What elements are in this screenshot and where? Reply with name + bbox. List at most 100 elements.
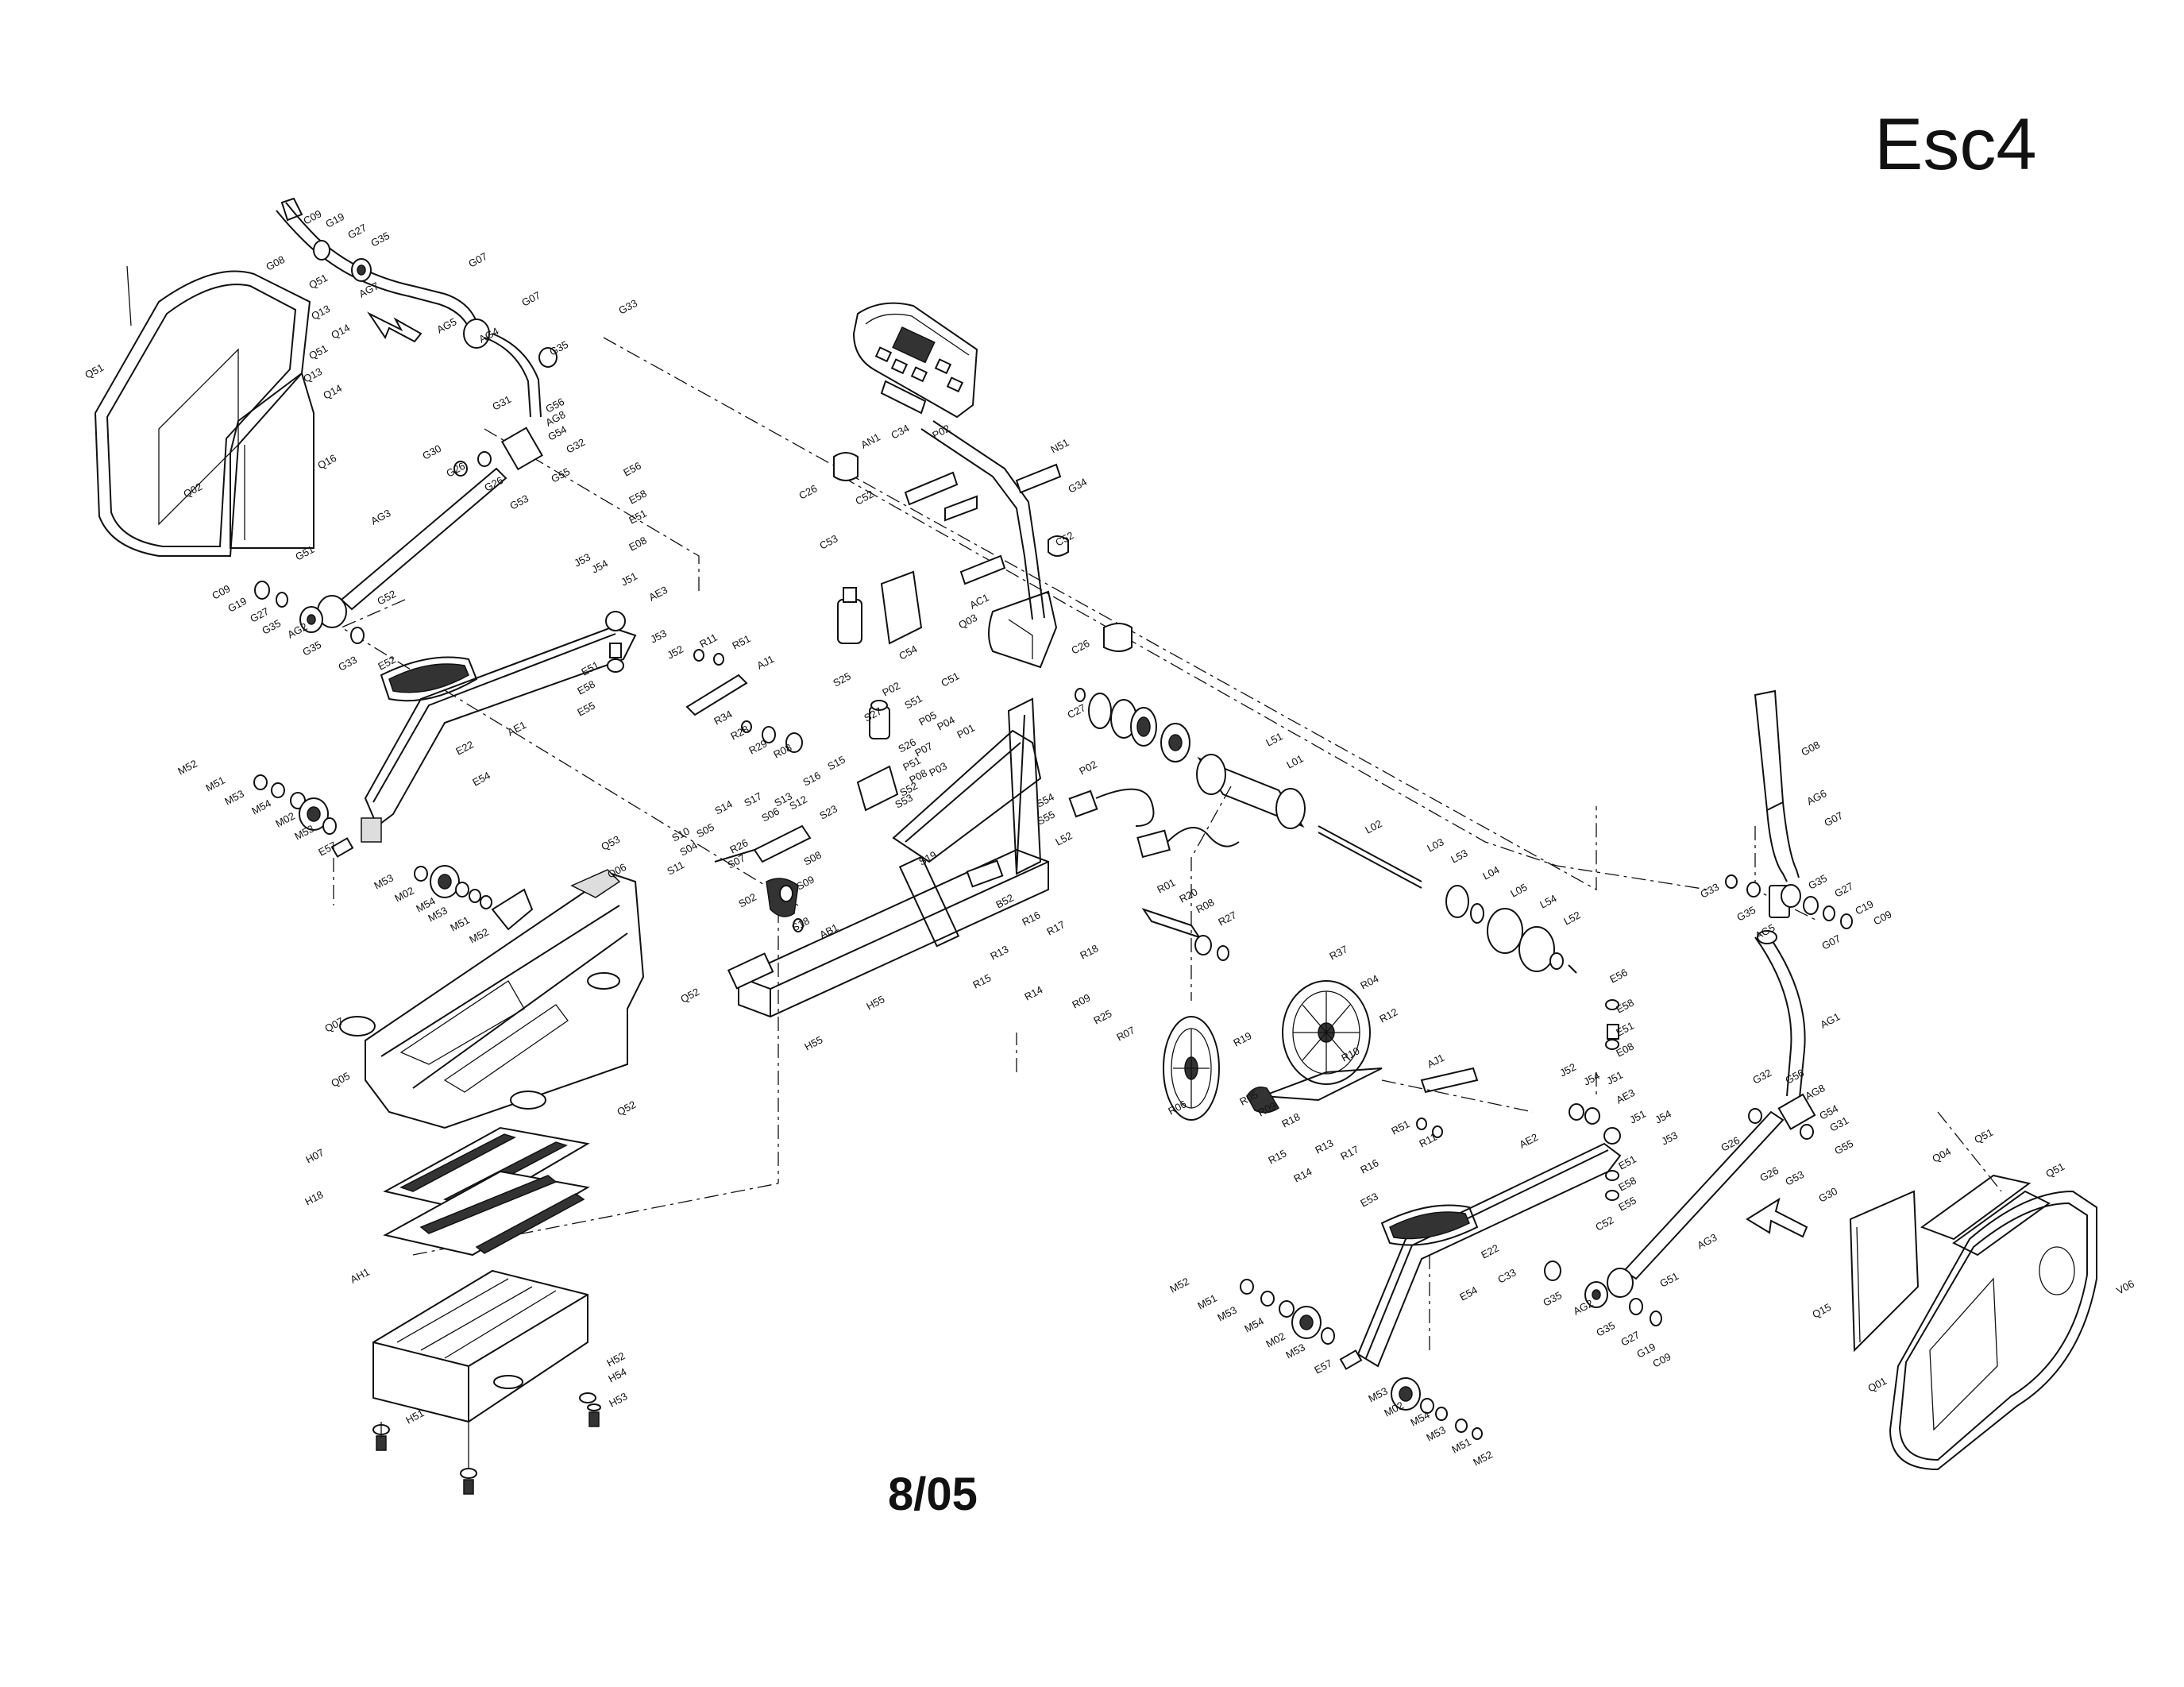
callout-label: S02 (736, 891, 758, 910)
callout-label: G34 (1066, 476, 1089, 496)
callout-label: J51 (1604, 1069, 1625, 1087)
callout-label: L52 (1053, 829, 1074, 847)
callout-label: AC1 (967, 592, 990, 612)
callout-label: AG3 (369, 507, 392, 527)
callout-label: G27 (345, 222, 369, 241)
callout-label: R07 (1114, 1024, 1136, 1043)
callout-label: S25 (831, 670, 852, 689)
roller-assembly (1075, 688, 1577, 974)
callout-label: G26 (1719, 1134, 1742, 1154)
left-direction-arrow (367, 311, 423, 343)
callout-label: P01 (955, 722, 976, 741)
callout-label: S14 (712, 798, 734, 817)
callout-label: E54 (470, 770, 492, 789)
tension-link (685, 649, 803, 753)
callout-label: G33 (616, 297, 639, 317)
right-link-arm (1416, 1067, 1479, 1138)
callout-label: L03 (1425, 836, 1445, 854)
callout-label: R17 (1044, 918, 1067, 937)
callout-label: AN1 (859, 431, 882, 451)
front-base-cover (339, 869, 645, 1129)
callout-label: G55 (549, 465, 572, 485)
callout-label: E58 (627, 488, 648, 507)
callout-label: G31 (490, 393, 513, 413)
callout-label: E51 (579, 659, 600, 678)
left-shroud-panel (230, 372, 314, 549)
power-adapter (1068, 788, 1240, 859)
water-bottle (837, 570, 923, 645)
callout-label: AG1 (1818, 1010, 1842, 1030)
callout-label: E58 (1616, 1175, 1638, 1194)
callout-label: G19 (323, 210, 346, 230)
callout-label: C33 (1495, 1266, 1518, 1285)
right-direction-arrow (1746, 1197, 1808, 1238)
callout-label: S17 (742, 790, 763, 809)
callout-label: M54 (1242, 1315, 1265, 1335)
callout-label: AE3 (646, 584, 669, 604)
model-label: Esc4 (1874, 104, 2037, 185)
callout-label: H18 (303, 1188, 325, 1207)
callout-label: L02 (1363, 817, 1383, 836)
callout-label: G33 (336, 654, 359, 674)
callout-label: V06 (2114, 1278, 2136, 1297)
callout-label: AG7 (357, 280, 380, 299)
callout-label: R01 (1155, 876, 1177, 895)
callout-label: M53 (1283, 1341, 1306, 1361)
callout-label: Q01 (1866, 1375, 1889, 1395)
callout-label: C09 (1871, 908, 1893, 927)
callout-label: P02 (1077, 759, 1098, 778)
callout-label: R20 (1177, 886, 1199, 905)
callout-label: G33 (1698, 881, 1721, 901)
callout-label: S23 (817, 803, 839, 822)
callout-label: AH1 (348, 1266, 371, 1286)
callout-label: G35 (369, 230, 392, 249)
callout-label: E22 (453, 739, 475, 758)
callout-label: C54 (897, 643, 919, 662)
callout-label: M54 (249, 797, 272, 817)
callout-label: AB1 (817, 921, 840, 941)
callout-label: Q14 (321, 382, 344, 402)
callout-label: Q51 (1972, 1126, 1995, 1146)
callout-label: Q51 (307, 272, 330, 291)
callout-label: R08 (1194, 896, 1216, 915)
callout-label: C09 (210, 582, 232, 601)
callout-label: S51 (902, 693, 924, 712)
callout-label: M53 (1366, 1385, 1389, 1405)
callout-label: E55 (1616, 1195, 1638, 1214)
callout-label: G26 (1758, 1164, 1781, 1184)
callout-label: R51 (730, 632, 752, 651)
callout-label: AE3 (1614, 1087, 1637, 1106)
callout-label: C52 (853, 488, 875, 507)
callout-label: Q52 (615, 1098, 638, 1118)
left-foot-rollers (253, 774, 534, 931)
callout-label: R13 (988, 943, 1010, 962)
left-pedal-arm (361, 611, 637, 843)
callout-label: H55 (864, 993, 886, 1012)
callout-label: M52 (176, 758, 199, 778)
callout-label: G35 (1594, 1319, 1617, 1339)
callout-label: S16 (801, 770, 822, 789)
callout-label: G19 (226, 595, 249, 615)
callout-label: J52 (665, 643, 685, 662)
callout-label: C34 (889, 422, 911, 441)
callout-label: P03 (927, 760, 948, 779)
callout-label: G07 (519, 289, 542, 309)
callout-label: G55 (1832, 1137, 1855, 1157)
callout-label: Q51 (2043, 1160, 2066, 1180)
callout-label: E58 (1614, 997, 1635, 1016)
callout-label: AG6 (1804, 787, 1828, 807)
callout-label: M51 (203, 774, 226, 794)
callout-label: E08 (627, 535, 648, 554)
callout-label: R04 (1358, 972, 1380, 991)
callout-label: M02 (273, 810, 296, 830)
callout-label: M52 (1167, 1276, 1190, 1295)
callout-label: G30 (1816, 1185, 1839, 1205)
callout-label: G51 (1657, 1270, 1680, 1290)
callout-label: H53 (607, 1390, 629, 1409)
callout-label: Q16 (315, 452, 338, 472)
pulley (1246, 980, 1383, 1114)
callout-label: C51 (939, 670, 961, 689)
callout-label: J51 (619, 570, 639, 589)
callout-label: Q13 (309, 303, 332, 322)
callout-label: Q03 (956, 612, 979, 631)
